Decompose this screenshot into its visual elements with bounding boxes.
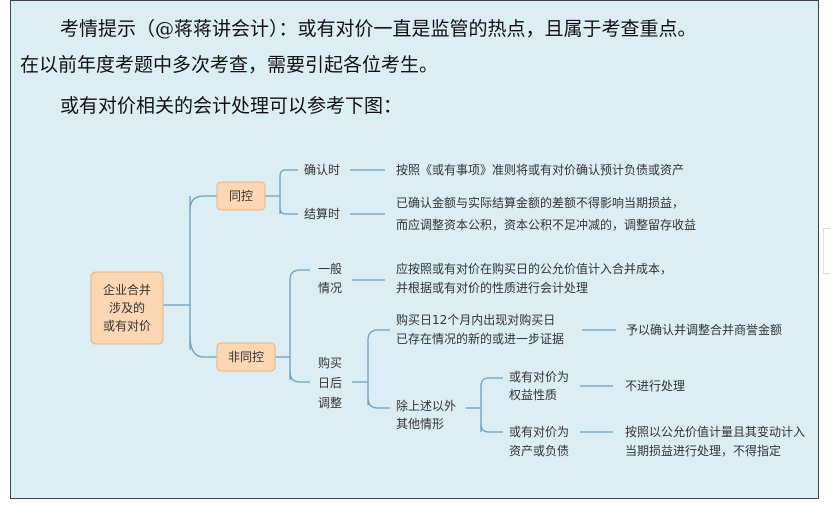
connector-recognize — [279, 169, 298, 177]
diff-general-2: 情况 — [318, 281, 342, 295]
equity-result: 不进行处理 — [625, 379, 685, 393]
branch-diff-node — [216, 342, 276, 372]
connector-asset — [480, 423, 503, 433]
diff-general-desc-1: 应按照或有对价在购买日的公允价值计入合并成本， — [396, 261, 672, 276]
asset-1: 或有对价为 — [509, 425, 569, 439]
content-panel — [10, 0, 819, 499]
asset-result-1: 按照以公允价值计量且其变动计入 — [625, 424, 805, 439]
connector-general — [289, 269, 310, 281]
same-settle-label: 结算时 — [304, 206, 340, 221]
diff-adjust-1: 购买 — [318, 355, 342, 370]
branch-same-label: 同控 — [229, 189, 253, 203]
diff-general-desc-2: 并根据或有对价的性质进行会计处理 — [396, 280, 588, 295]
root-line-3: 或有对价 — [103, 319, 151, 333]
side-scroll-handle[interactable] — [823, 228, 830, 274]
asset-2: 资产或负债 — [509, 444, 569, 458]
connector-adjust — [289, 371, 310, 383]
diff-adjust-3: 调整 — [318, 395, 342, 410]
connector-other — [367, 397, 390, 409]
connector-settle — [279, 207, 298, 215]
equity-1: 或有对价为 — [509, 370, 569, 384]
root-line-1: 企业合并 — [103, 282, 151, 297]
intro-line-3: 或有对价相关的会计处理可以参考下图： — [60, 95, 403, 117]
connector-diff — [189, 335, 217, 358]
diff-adjust-2: 日后 — [318, 376, 342, 390]
connector-same — [189, 195, 217, 211]
other-1: 除上述以外 — [396, 398, 456, 413]
root-line-2: 涉及的 — [109, 300, 145, 315]
same-settle-desc-2: 而应调整资本公积，资本公积不足冲减的，调整留存收益 — [396, 217, 696, 232]
same-recognize-label: 确认时 — [304, 163, 340, 177]
connector-within12 — [367, 329, 390, 341]
diff-general-1: 一般 — [318, 261, 342, 276]
asset-result-2: 当期损益进行处理，不得指定 — [625, 443, 781, 458]
branch-same-node — [216, 181, 266, 211]
within12-2: 已存在情况的新的或进一步证据 — [396, 331, 564, 346]
branch-diff-label: 非同控 — [228, 350, 264, 364]
intro-line-2: 在以前年度考题中多次考查，需要引起各位考生。 — [20, 54, 439, 76]
equity-2: 权益性质 — [509, 388, 557, 402]
connector-equity — [480, 377, 503, 387]
within12-1: 购买日12个月内出现对购买日 — [396, 312, 555, 327]
other-2: 其他情形 — [396, 417, 444, 431]
within12-result: 予以确认并调整合并商誉金额 — [626, 322, 782, 337]
same-recognize-desc: 按照《或有事项》准则将或有对价确认预计负债或资产 — [396, 163, 684, 177]
intro-line-1: 考情提示（@蒋蒋讲会计）：或有对价一直是监管的热点，且属于考查重点。 — [60, 18, 697, 40]
root-node — [90, 271, 164, 345]
same-settle-desc-1: 已确认金额与实际结算金额的差额不得影响当期损益， — [396, 195, 684, 210]
